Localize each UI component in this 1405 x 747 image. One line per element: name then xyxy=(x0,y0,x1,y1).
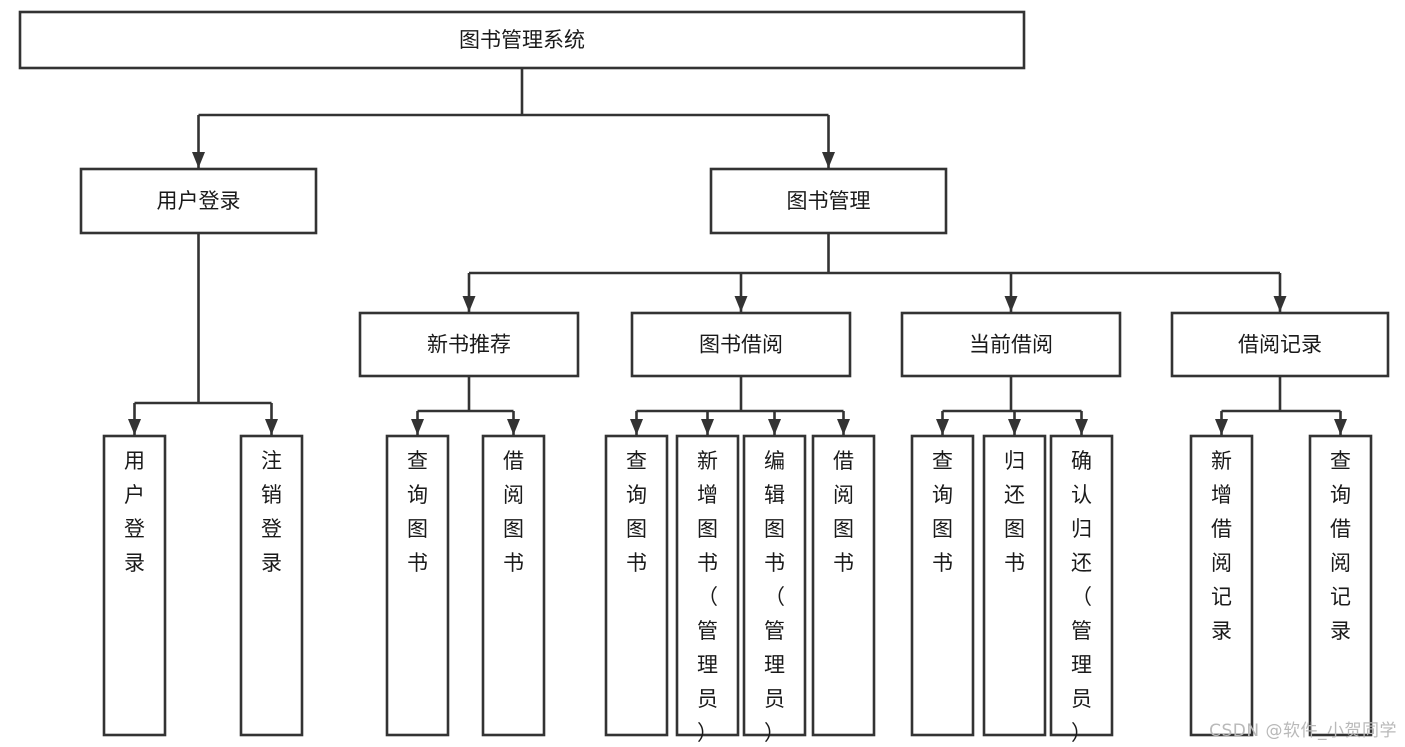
node-box-leaf-query-book-current xyxy=(910,434,975,737)
node-user-login[interactable]: 用户登录 xyxy=(79,167,318,235)
node-book-borrow[interactable]: 图书借阅 xyxy=(630,311,852,378)
node-box-new-book-recommend xyxy=(358,311,580,378)
node-leaf-confirm-return[interactable]: 确认归还（管理员） xyxy=(1049,434,1114,745)
node-label-leaf-add-borrow-record: 新增借阅记录 xyxy=(1211,449,1232,643)
node-label-leaf-confirm-return: 确认归还（管理员） xyxy=(1071,449,1092,745)
arrow-head-icon xyxy=(1273,296,1287,312)
connector-layer xyxy=(128,68,1347,435)
node-label-leaf-return-book: 归还图书 xyxy=(1004,449,1025,575)
node-label-leaf-add-book: 新增图书（管理员） xyxy=(697,449,718,745)
node-leaf-edit-book[interactable]: 编辑图书（管理员） xyxy=(742,434,807,745)
node-borrow-record[interactable]: 借阅记录 xyxy=(1170,311,1390,378)
node-label-leaf-logout-login: 注销登录 xyxy=(261,449,282,575)
node-box-user-login xyxy=(79,167,318,235)
node-box-leaf-add-book xyxy=(675,434,740,737)
arrow-head-icon xyxy=(265,419,278,435)
node-box-leaf-edit-book xyxy=(742,434,807,737)
node-book-manage[interactable]: 图书管理 xyxy=(709,167,948,235)
node-leaf-query-borrow-record[interactable]: 查询借阅记录 xyxy=(1308,434,1373,737)
node-box-leaf-return-book xyxy=(982,434,1047,737)
node-box-leaf-confirm-return xyxy=(1049,434,1114,737)
node-leaf-user-login[interactable]: 用户登录 xyxy=(102,434,167,737)
node-box-leaf-query-book-borrow xyxy=(604,434,669,737)
arrow-head-icon xyxy=(128,419,141,435)
arrow-head-icon xyxy=(936,419,949,435)
node-leaf-query-book-recommend[interactable]: 查询图书 xyxy=(385,434,450,737)
node-box-leaf-query-borrow-record xyxy=(1308,434,1373,737)
arrow-head-icon xyxy=(1334,419,1347,435)
node-label-leaf-query-book-borrow: 查询图书 xyxy=(626,449,647,575)
node-box-leaf-borrow-book-recommend xyxy=(481,434,546,737)
watermark: CSDN @软件_小贺同学 xyxy=(1209,721,1397,741)
node-box-leaf-user-login xyxy=(102,434,167,737)
node-label-borrow-record: 借阅记录 xyxy=(1238,333,1322,357)
node-box-book-borrow xyxy=(630,311,852,378)
node-leaf-return-book[interactable]: 归还图书 xyxy=(982,434,1047,737)
node-label-new-book-recommend: 新书推荐 xyxy=(427,333,511,357)
arrow-head-icon xyxy=(1215,419,1228,435)
node-label-current-borrow: 当前借阅 xyxy=(969,333,1053,357)
node-label-leaf-query-book-current: 查询图书 xyxy=(932,449,953,575)
node-box-leaf-borrow-book xyxy=(811,434,876,737)
node-layer: 图书管理系统用户登录图书管理新书推荐图书借阅当前借阅借阅记录用户登录注销登录查询… xyxy=(18,10,1390,745)
arrow-head-icon xyxy=(507,419,520,435)
node-leaf-borrow-book-recommend[interactable]: 借阅图书 xyxy=(481,434,546,737)
node-label-user-login: 用户登录 xyxy=(157,189,241,213)
node-leaf-add-book[interactable]: 新增图书（管理员） xyxy=(675,434,740,745)
node-label-leaf-query-borrow-record: 查询借阅记录 xyxy=(1330,449,1351,643)
arrow-head-icon xyxy=(701,419,714,435)
node-label-leaf-query-book-recommend: 查询图书 xyxy=(407,449,428,575)
node-box-borrow-record xyxy=(1170,311,1390,378)
node-new-book-recommend[interactable]: 新书推荐 xyxy=(358,311,580,378)
node-box-root xyxy=(18,10,1026,70)
arrow-head-icon xyxy=(630,419,643,435)
node-leaf-query-book-borrow[interactable]: 查询图书 xyxy=(604,434,669,737)
node-label-root: 图书管理系统 xyxy=(459,28,585,52)
arrow-head-icon xyxy=(462,296,476,312)
node-label-leaf-borrow-book-recommend: 借阅图书 xyxy=(503,449,524,575)
arrow-head-icon xyxy=(822,152,835,168)
node-current-borrow[interactable]: 当前借阅 xyxy=(900,311,1122,378)
arrow-head-icon xyxy=(411,419,424,435)
node-label-leaf-borrow-book: 借阅图书 xyxy=(833,449,854,575)
arrow-head-icon xyxy=(1008,419,1021,435)
node-leaf-query-book-current[interactable]: 查询图书 xyxy=(910,434,975,737)
node-label-book-borrow: 图书借阅 xyxy=(699,333,783,357)
arrow-head-icon xyxy=(837,419,850,435)
node-box-book-manage xyxy=(709,167,948,235)
node-label-leaf-edit-book: 编辑图书（管理员） xyxy=(764,449,785,745)
node-box-current-borrow xyxy=(900,311,1122,378)
node-label-book-manage: 图书管理 xyxy=(787,189,871,213)
node-leaf-logout-login[interactable]: 注销登录 xyxy=(239,434,304,737)
node-root[interactable]: 图书管理系统 xyxy=(18,10,1026,70)
node-box-leaf-add-borrow-record xyxy=(1189,434,1254,737)
node-label-leaf-user-login: 用户登录 xyxy=(124,449,145,575)
node-box-leaf-logout-login xyxy=(239,434,304,737)
node-leaf-borrow-book[interactable]: 借阅图书 xyxy=(811,434,876,737)
node-box-leaf-query-book-recommend xyxy=(385,434,450,737)
arrow-head-icon xyxy=(192,152,205,168)
arrow-head-icon xyxy=(1075,419,1088,435)
arrow-head-icon xyxy=(1004,296,1018,312)
node-leaf-add-borrow-record[interactable]: 新增借阅记录 xyxy=(1189,434,1254,737)
arrow-head-icon xyxy=(768,419,781,435)
arrow-head-icon xyxy=(734,296,748,312)
